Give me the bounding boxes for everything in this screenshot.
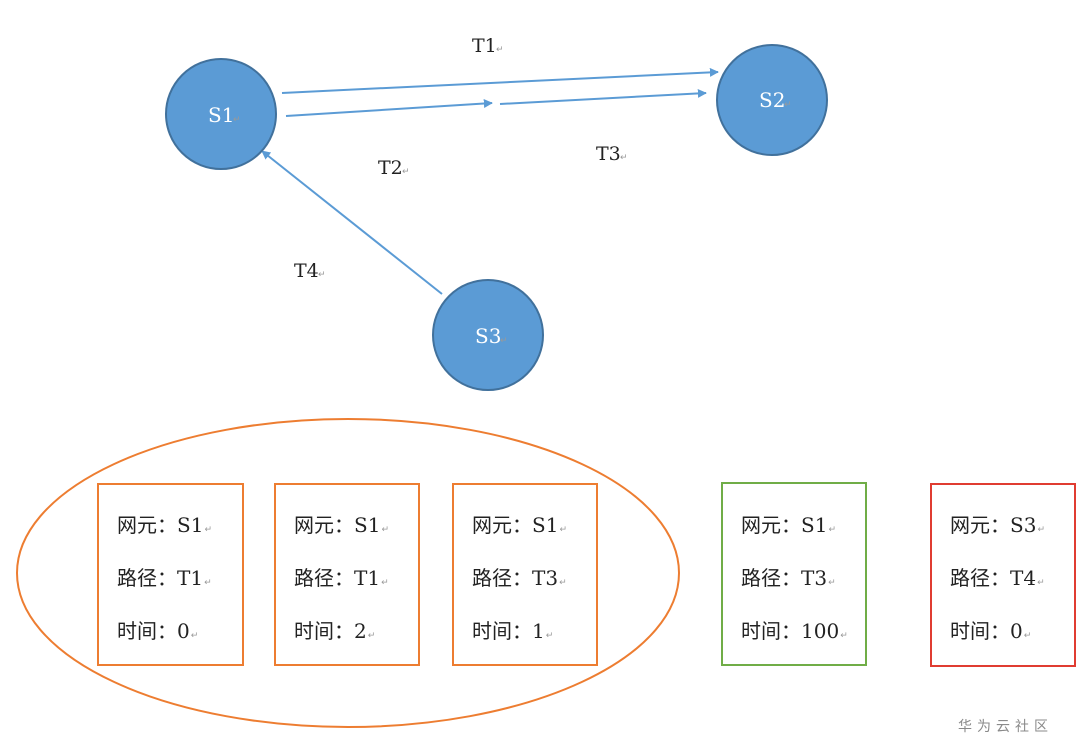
record-value: T4: [1010, 566, 1037, 590]
node-s1-circle: [165, 58, 277, 170]
edge-label-t2: T2 ↵: [378, 157, 410, 179]
record-line-time: 时间：1↵: [472, 615, 553, 644]
edge-label-t1-paragraph-mark: ↵: [496, 45, 504, 55]
record-line-path: 路径：T3↵: [472, 562, 567, 591]
record-line-network-element: 网元：S1↵: [741, 509, 836, 538]
edge-label-t4-paragraph-mark: ↵: [318, 270, 326, 280]
record-line-network-element: 网元：S3↵: [950, 509, 1045, 538]
record-line-time: 时间：0↵: [117, 615, 198, 644]
record-line-path: 路径：T1↵: [294, 562, 389, 591]
record-box-2: 网元：S1↵ 路径：T1↵ 时间：2↵: [274, 483, 420, 666]
edge-label-t3-paragraph-mark: ↵: [620, 153, 628, 163]
record-value: T3: [532, 566, 559, 590]
record-label: 路径：: [472, 566, 532, 590]
edge-label-t1: T1 ↵: [472, 35, 504, 57]
edge-label-t4-text: T4: [294, 260, 319, 282]
edge-t4: [261, 150, 443, 295]
paragraph-mark: ↵: [190, 631, 199, 641]
node-s3-paragraph-mark: ↵: [500, 336, 508, 346]
record-line-network-element: 网元：S1↵: [294, 509, 389, 538]
edge-label-t3-text: T3: [596, 143, 621, 165]
paragraph-mark: ↵: [559, 525, 567, 535]
paragraph-mark: ↵: [381, 525, 389, 535]
node-s2: S2 ↵: [716, 44, 828, 156]
record-label: 路径：: [950, 566, 1010, 590]
watermark: 华为云社区: [958, 719, 1053, 735]
edge-label-t2-paragraph-mark: ↵: [402, 167, 410, 177]
record-line-time: 时间：0↵: [950, 615, 1031, 644]
record-box-3: 网元：S1↵ 路径：T3↵ 时间：1↵: [452, 483, 598, 666]
record-value: S1: [177, 513, 204, 537]
record-value: S1: [801, 513, 828, 537]
paragraph-mark: ↵: [1037, 525, 1045, 535]
paragraph-mark: ↵: [204, 578, 212, 588]
record-value: 2: [354, 619, 367, 643]
paragraph-mark: ↵: [367, 631, 376, 641]
node-s1: S1 ↵: [165, 58, 277, 170]
record-label: 路径：: [741, 566, 801, 590]
node-s3-label: S3: [475, 324, 501, 348]
node-s1-paragraph-mark: ↵: [233, 115, 241, 125]
record-line-time: 时间：2↵: [294, 615, 375, 644]
node-s2-label: S2: [759, 88, 785, 112]
record-value: 0: [1010, 619, 1023, 643]
record-value: S1: [532, 513, 559, 537]
record-line-path: 路径：T1↵: [117, 562, 212, 591]
record-label: 时间：: [950, 619, 1010, 643]
record-value: 0: [177, 619, 190, 643]
node-s1-label: S1: [208, 103, 234, 127]
record-label: 网元：: [950, 513, 1010, 537]
record-line-path: 路径：T3↵: [741, 562, 836, 591]
record-group-ellipse: [16, 418, 680, 728]
record-line-network-element: 网元：S1↵: [472, 509, 567, 538]
paragraph-mark: ↵: [381, 578, 389, 588]
record-value: T3: [801, 566, 828, 590]
record-label: 时间：: [117, 619, 177, 643]
record-label: 网元：: [294, 513, 354, 537]
record-line-time: 时间：100↵: [741, 615, 848, 644]
paragraph-mark: ↵: [559, 578, 567, 588]
record-value: T1: [177, 566, 204, 590]
record-label: 时间：: [741, 619, 801, 643]
record-label: 时间：: [294, 619, 354, 643]
edge-label-t3: T3 ↵: [596, 143, 628, 165]
edge-label-t2-text: T2: [378, 157, 403, 179]
edge-t2: [285, 99, 493, 117]
record-value: S3: [1010, 513, 1037, 537]
node-s3: S3 ↵: [432, 279, 544, 391]
record-label: 时间：: [472, 619, 532, 643]
record-label: 网元：: [472, 513, 532, 537]
paragraph-mark: ↵: [828, 578, 836, 588]
edge-label-t4: T4 ↵: [294, 260, 326, 282]
edge-t1: [281, 67, 719, 94]
record-label: 路径：: [294, 566, 354, 590]
paragraph-mark: ↵: [828, 525, 836, 535]
paragraph-mark: ↵: [204, 525, 212, 535]
edge-label-t1-text: T1: [472, 35, 497, 57]
node-s3-circle: [432, 279, 544, 391]
record-box-1: 网元：S1↵ 路径：T1↵ 时间：0↵: [97, 483, 244, 666]
record-line-network-element: 网元：S1↵: [117, 509, 212, 538]
paragraph-mark: ↵: [1023, 631, 1032, 641]
record-box-5: 网元：S3↵ 路径：T4↵ 时间：0↵: [930, 483, 1076, 667]
record-value: 1: [532, 619, 545, 643]
record-line-path: 路径：T4↵: [950, 562, 1045, 591]
record-value: 100: [801, 619, 840, 643]
record-label: 网元：: [117, 513, 177, 537]
paragraph-mark: ↵: [1037, 578, 1045, 588]
node-s2-circle: [716, 44, 828, 156]
edge-t3: [499, 88, 707, 105]
record-box-4: 网元：S1↵ 路径：T3↵ 时间：100↵: [721, 482, 867, 666]
record-value: T1: [354, 566, 381, 590]
node-s2-paragraph-mark: ↵: [784, 100, 792, 110]
record-label: 网元：: [741, 513, 801, 537]
record-value: S1: [354, 513, 381, 537]
record-label: 路径：: [117, 566, 177, 590]
paragraph-mark: ↵: [840, 631, 848, 641]
paragraph-mark: ↵: [545, 631, 554, 641]
